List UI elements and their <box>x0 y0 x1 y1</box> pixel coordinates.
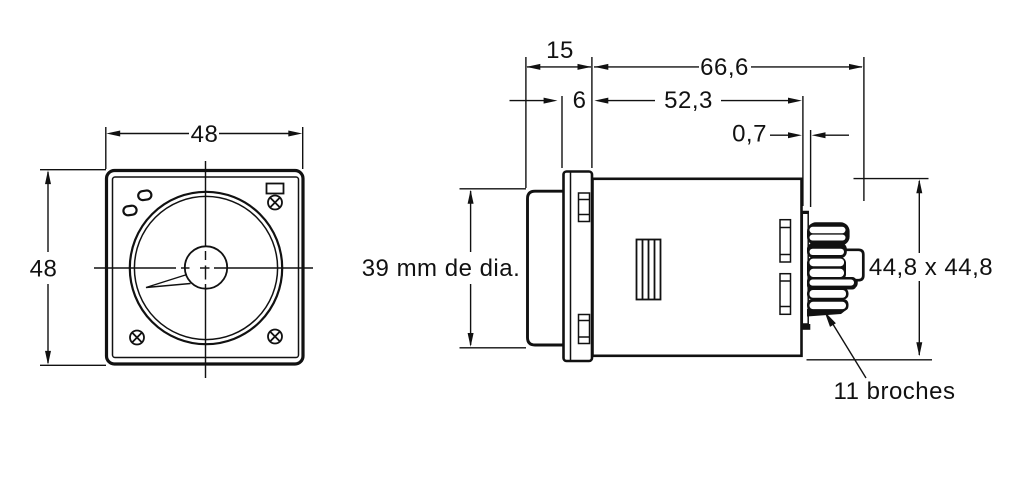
svg-text:39 mm de dia.: 39 mm de dia. <box>362 255 521 282</box>
svg-text:15: 15 <box>546 37 574 64</box>
svg-text:66,6: 66,6 <box>700 54 749 81</box>
svg-text:48: 48 <box>30 256 58 283</box>
svg-text:48: 48 <box>191 121 219 148</box>
svg-text:11 broches: 11 broches <box>834 378 956 405</box>
svg-text:52,3: 52,3 <box>664 87 713 114</box>
svg-text:0,7: 0,7 <box>732 121 767 148</box>
svg-text:6: 6 <box>573 87 587 114</box>
svg-text:44,8 x 44,8: 44,8 x 44,8 <box>869 254 993 281</box>
